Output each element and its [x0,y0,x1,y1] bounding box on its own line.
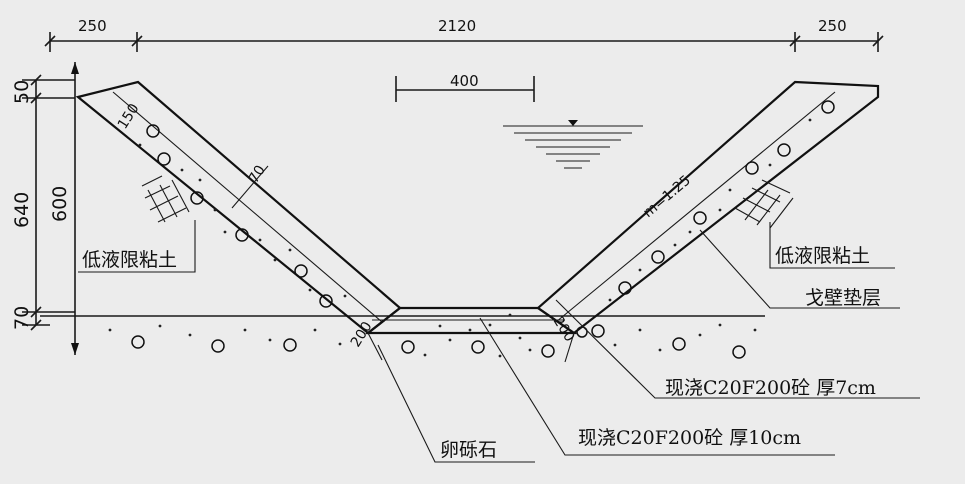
dim-50: 50 [11,80,33,104]
dim-slope-70: 70 [246,163,269,187]
dim-slope-150: 150 [115,101,143,132]
gravel-pebbles [131,100,835,359]
slope-thickness-leader [231,165,269,209]
left-soil-hatch [141,175,190,223]
left-vertical-dimensions [22,62,79,355]
label-gravel: 卵砾石 [440,439,497,461]
top-dimension-line [44,32,884,52]
dim-top-left: 250 [78,17,107,35]
dim-top-middle: 2120 [438,17,476,35]
dim-water-width: 400 [450,72,479,90]
gravel-layer-outline [367,332,575,363]
label-left-clay: 低液限粘土 [82,249,177,271]
dim-bottom-left-200: 200 [348,319,376,350]
right-slope-lining [536,80,880,335]
dim-70: 70 [11,306,33,330]
dim-600: 600 [49,186,71,222]
label-leader-lines [78,220,920,463]
water-width-dimension [395,76,535,102]
concrete-speckles [108,118,812,358]
right-soil-hatch [734,179,794,229]
slope-ratio: m=1.25 [640,172,694,221]
dim-top-right: 250 [818,17,847,35]
water-level-symbol [503,120,643,169]
label-wall-cushion: 戈壁垫层 [805,287,881,309]
label-right-clay: 低液限粘土 [775,245,870,267]
dim-640: 640 [11,192,33,228]
label-bottom-concrete: 现浇C20F200砼 厚10cm [578,427,801,449]
label-slope-concrete: 现浇C20F200砼 厚7cm [665,377,876,399]
